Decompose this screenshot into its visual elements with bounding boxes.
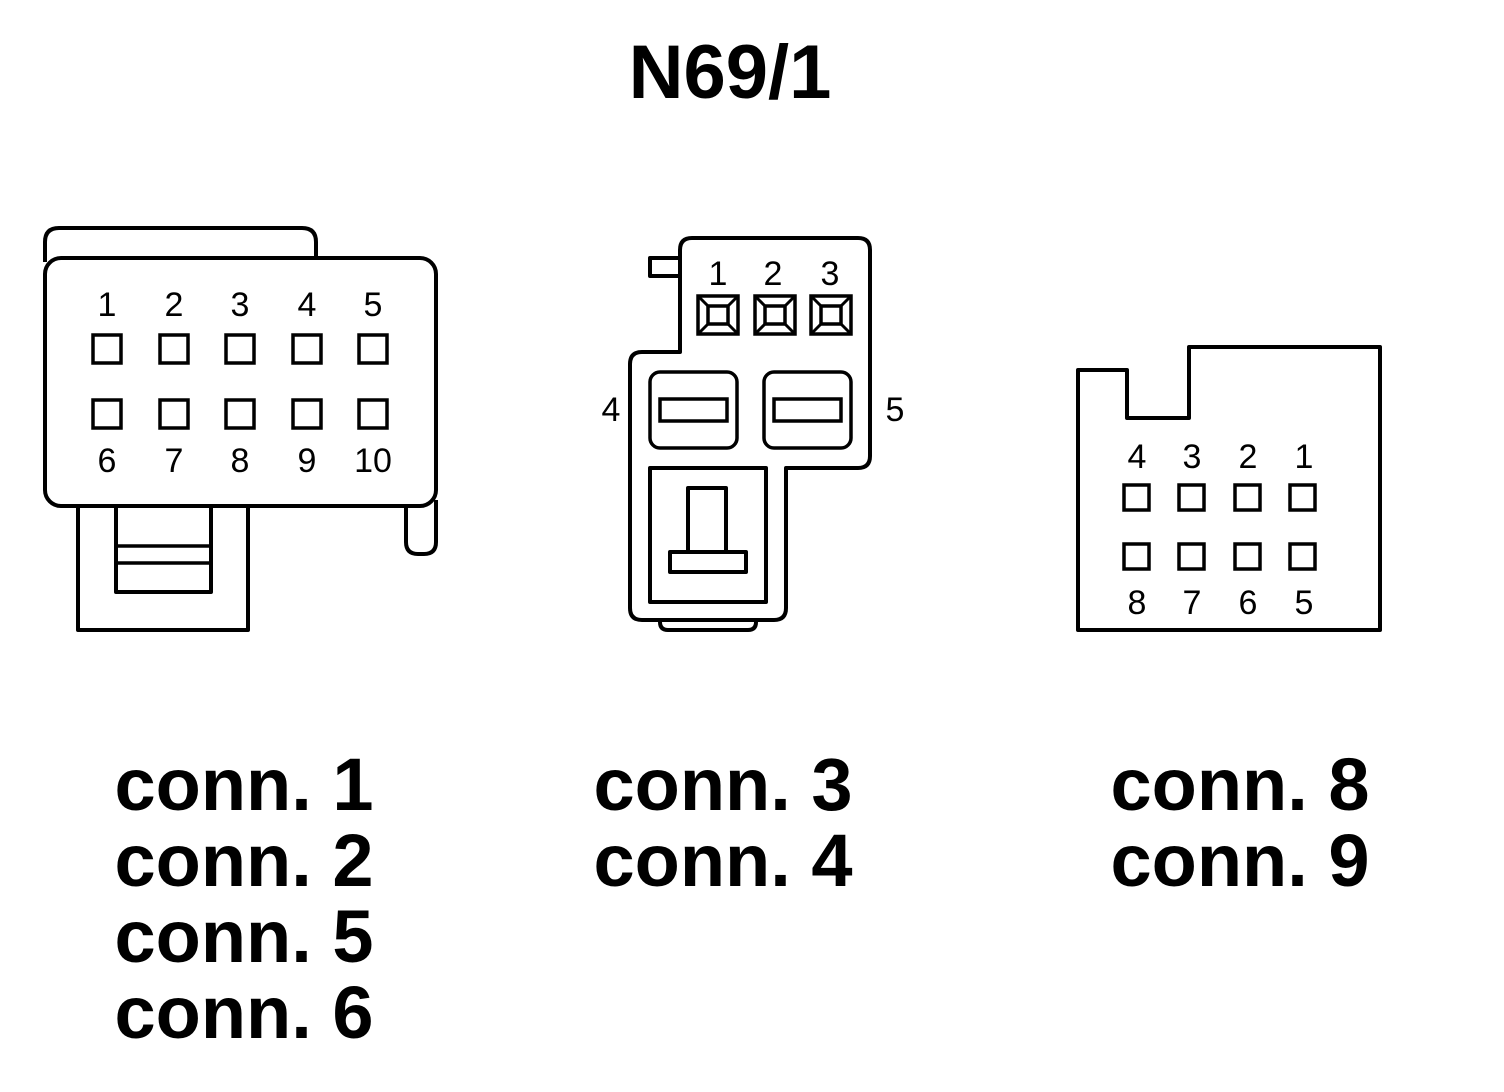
pin-cavity (1233, 483, 1262, 512)
connector-b: 1 2 3 4 5 conn. 3 conn. 4 (593, 236, 905, 902)
pin-number: 5 (364, 286, 383, 324)
connector-a-body (43, 256, 438, 508)
pin-cavity (357, 333, 389, 365)
pin-number: 5 (1295, 584, 1314, 622)
pin-number: 2 (764, 255, 783, 293)
pin-cavity (91, 398, 123, 430)
connector-b-latch-base (668, 550, 748, 574)
pin-number: 8 (1128, 584, 1147, 622)
connector-label: conn. 4 (593, 819, 852, 902)
connector-a-pins (91, 333, 389, 430)
connector-b-tab (648, 256, 684, 278)
pin-cavity (224, 333, 256, 365)
pin-cavity (158, 333, 190, 365)
connector-b-pin-numbers: 1 2 3 4 5 (602, 255, 905, 429)
connector-label: conn. 9 (1110, 819, 1369, 902)
pin-number: 3 (821, 255, 840, 293)
pin-number: 10 (354, 442, 392, 480)
connector-b-blade-pins (648, 370, 853, 450)
pin-cavity (1122, 542, 1151, 571)
connector-b-top-pins (696, 294, 853, 336)
pin-number: 6 (1239, 584, 1258, 622)
connector-a: 1 2 3 4 5 6 7 8 9 10 conn. 1 conn. 2 con… (43, 226, 438, 1054)
connector-c-pins (1122, 483, 1317, 571)
connector-c-labels: conn. 8 conn. 9 (1110, 743, 1369, 902)
connector-label: conn. 3 (593, 743, 852, 826)
pin-number: 5 (886, 391, 905, 429)
connector-label: conn. 2 (114, 819, 373, 902)
pin-number: 1 (98, 286, 117, 324)
pin-number: 8 (231, 442, 250, 480)
connector-a-labels: conn. 1 conn. 2 conn. 5 conn. 6 (114, 743, 373, 1054)
pin-cavity (1122, 483, 1151, 512)
pin-number: 2 (165, 286, 184, 324)
pin-number: 4 (1128, 438, 1147, 476)
pin-cavity (291, 333, 323, 365)
pin-cavity (91, 333, 123, 365)
pin-cavity-inner (763, 304, 787, 326)
pin-cavity-inner (819, 304, 843, 326)
connector-label: conn. 1 (114, 743, 373, 826)
connector-a-pin-numbers: 1 2 3 4 5 6 7 8 9 10 (98, 286, 392, 480)
connector-label: conn. 6 (114, 971, 373, 1054)
pin-cavity-inner (706, 304, 730, 326)
connector-a-side-peg (404, 500, 438, 556)
connector-b-labels: conn. 3 conn. 4 (593, 743, 852, 902)
pin-number: 1 (1295, 438, 1314, 476)
pin-number: 2 (1239, 438, 1258, 476)
pin-number: 6 (98, 442, 117, 480)
pin-number: 9 (298, 442, 317, 480)
blade-slot (658, 397, 729, 423)
pin-number: 7 (165, 442, 184, 480)
connector-c: 4 3 2 1 8 7 6 5 conn. 8 conn. 9 (1076, 345, 1382, 902)
pin-number: 4 (602, 391, 621, 429)
pin-cavity (291, 398, 323, 430)
pin-cavity (1288, 542, 1317, 571)
pin-number: 3 (231, 286, 250, 324)
pin-cavity (1177, 542, 1206, 571)
pin-cavity (158, 398, 190, 430)
pin-cavity (1288, 483, 1317, 512)
diagram-title: N69/1 (629, 30, 832, 115)
connector-b-latch-stem (686, 486, 728, 554)
pin-cavity (224, 398, 256, 430)
pin-cavity (1177, 483, 1206, 512)
connector-c-pin-numbers: 4 3 2 1 8 7 6 5 (1128, 438, 1314, 622)
pin-number: 3 (1183, 438, 1202, 476)
pin-number: 4 (298, 286, 317, 324)
pin-number: 1 (709, 255, 728, 293)
pin-cavity (357, 398, 389, 430)
blade-slot (772, 397, 843, 423)
connector-label: conn. 8 (1110, 743, 1369, 826)
connector-a-back-tab (43, 226, 318, 262)
connector-label: conn. 5 (114, 895, 373, 978)
pin-number: 7 (1183, 584, 1202, 622)
pin-cavity (1233, 542, 1262, 571)
